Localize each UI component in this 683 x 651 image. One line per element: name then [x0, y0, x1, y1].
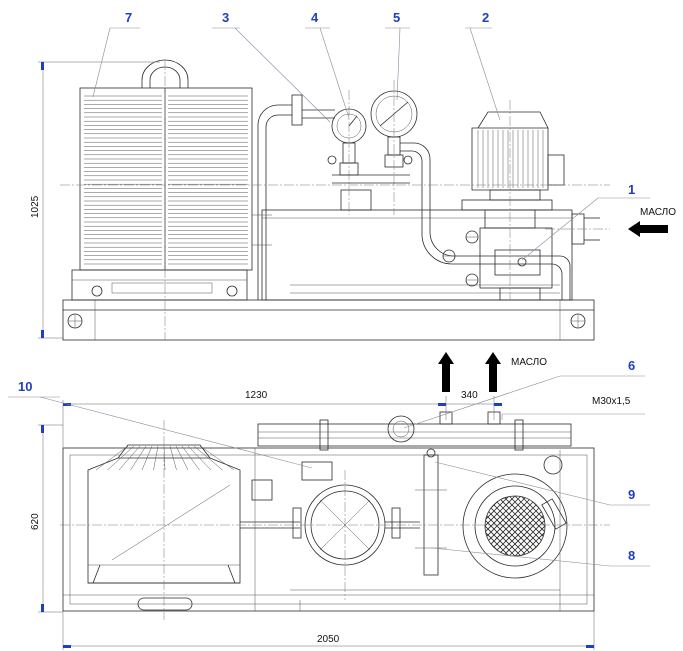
dim-2050-text: 2050: [317, 634, 340, 645]
hatch-line: [514, 496, 545, 556]
callouts: 7 3 4 5 2 1 6 10 9 8: [8, 10, 650, 567]
cone-ray: [130, 445, 147, 471]
callout-6: 6: [628, 358, 635, 373]
hatch-line: [485, 496, 522, 556]
dimension-2050: 2050: [62, 611, 595, 650]
callout-2: 2: [482, 10, 489, 25]
dim-1025-text: 1025: [30, 195, 41, 218]
callout-1: 1: [628, 182, 635, 197]
hatch-line: [485, 496, 516, 556]
callout-10: 10: [18, 379, 32, 394]
dimension-620: 620: [30, 424, 63, 613]
callout-9: 9: [628, 487, 635, 502]
thread-text: М30х1,5: [592, 396, 631, 407]
hatch-line: [520, 496, 545, 556]
hatch-line: [496, 496, 545, 556]
oil-inlet-arrow: МАСЛО: [628, 207, 676, 237]
cone-ray: [193, 445, 223, 471]
hatch-line: [485, 496, 510, 556]
hatch-line: [485, 496, 545, 556]
cone-ray: [175, 445, 189, 471]
cone-ray: [199, 445, 235, 471]
gauge-5: [370, 80, 418, 215]
cone-ray: [141, 445, 153, 471]
cone-ray: [153, 445, 159, 471]
gauge-4: [331, 90, 367, 215]
thread-note: М30х1,5: [501, 396, 645, 420]
hatch-line: [526, 496, 545, 556]
callout-7: 7: [125, 10, 132, 25]
callout-4: 4: [311, 10, 319, 25]
plan-pump: [304, 470, 386, 600]
hatch-line: [485, 496, 510, 556]
hatch-line: [485, 496, 534, 556]
plan-motor: [462, 455, 568, 579]
hatch-line: [485, 496, 492, 556]
electric-motor: [461, 100, 565, 300]
dim-1230-text: 1230: [245, 390, 268, 401]
hatch-line: [485, 496, 486, 556]
cone-ray: [95, 445, 129, 471]
dimension-1025: 1025: [30, 61, 160, 339]
cone-ray: [169, 445, 177, 471]
cone-ray: [118, 445, 141, 471]
hatch-line: [508, 496, 545, 556]
callout-5: 5: [393, 10, 400, 25]
hatch-line: [485, 496, 492, 556]
hatch-line: [502, 496, 545, 556]
front-view: [60, 59, 610, 341]
hatch-line: [520, 496, 545, 556]
callout-8: 8: [628, 548, 635, 563]
cooler: [79, 59, 253, 340]
hatch-line: [485, 496, 504, 556]
oil-top-label: МАСЛО: [511, 357, 547, 368]
hatch-line: [526, 496, 545, 556]
hatch-line: [538, 496, 545, 556]
dim-340-text: 340: [461, 390, 478, 401]
oil-side-label: МАСЛО: [640, 207, 676, 218]
cone-ray: [187, 445, 212, 471]
hatch-line: [485, 496, 486, 556]
hatch-line: [538, 496, 545, 556]
hatch-line: [514, 496, 545, 556]
dim-620-text: 620: [30, 513, 41, 530]
hatch-line: [485, 496, 516, 556]
cone-ray: [181, 445, 200, 471]
cone-ray: [107, 445, 135, 471]
dimension-1230: 1230: [62, 390, 446, 448]
hatch-line: [485, 496, 528, 556]
dimension-340: 340: [438, 390, 502, 420]
hatch-line: [485, 496, 504, 556]
plan-view: [60, 411, 610, 620]
oil-up-arrows: МАСЛО: [438, 352, 547, 392]
callout-3: 3: [222, 10, 229, 25]
